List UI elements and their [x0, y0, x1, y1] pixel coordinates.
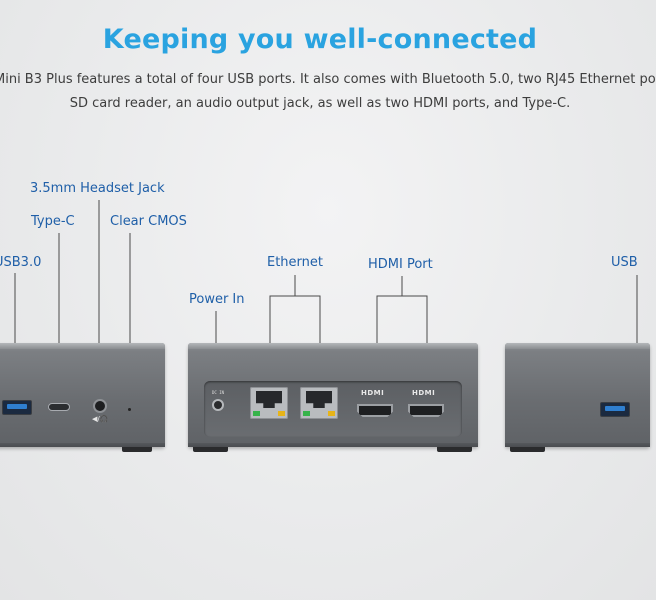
label-power-in: Power In	[189, 292, 245, 307]
hdmi-port-2	[408, 404, 444, 417]
label-usb-left: USB3.0	[0, 255, 42, 270]
type-c-port	[48, 403, 70, 411]
ethernet-port-1	[250, 387, 288, 419]
foot	[122, 447, 152, 452]
ethernet-port-2	[300, 387, 338, 419]
page-title: Keeping you well-connected	[102, 24, 538, 55]
mini-pc-side	[505, 343, 650, 447]
label-type-c: Type-C	[31, 214, 75, 229]
power-in-port	[212, 399, 224, 411]
label-headset-jack: 3.5mm Headset Jack	[30, 181, 165, 196]
headset-icon: ◀/🎧	[92, 415, 109, 423]
label-clear-cmos: Clear CMOS	[110, 214, 187, 229]
dc-in-text: DC IN	[212, 390, 225, 395]
foot	[437, 447, 472, 452]
leader-lines	[14, 200, 638, 402]
label-ethernet: Ethernet	[267, 255, 323, 270]
hdmi-logo-2: HDMI	[412, 389, 436, 397]
headset-jack-port	[93, 399, 107, 413]
hdmi-port-1	[357, 404, 393, 417]
usb-port-right	[600, 402, 630, 417]
description-line-1: Mini B3 Plus features a total of four US…	[0, 72, 656, 87]
label-hdmi-port: HDMI Port	[368, 257, 433, 272]
foot	[193, 447, 228, 452]
label-usb-right: USB	[611, 255, 638, 270]
hdmi-logo-1: HDMI	[361, 389, 385, 397]
foot	[510, 447, 545, 452]
clear-cmos-pinhole	[128, 408, 131, 411]
usb3-port-left	[2, 400, 32, 415]
description-line-2: SD card reader, an audio output jack, as…	[69, 96, 571, 111]
mini-pc-front	[0, 343, 165, 447]
